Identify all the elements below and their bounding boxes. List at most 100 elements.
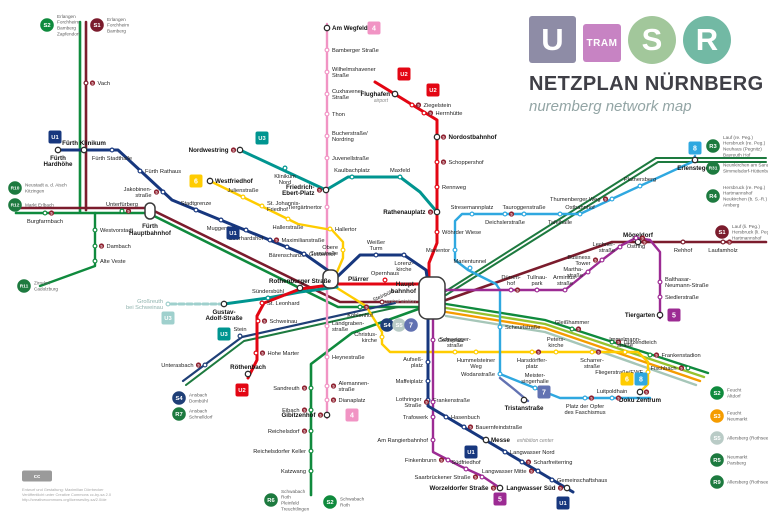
station-marker [535,468,541,474]
station-marker [479,474,485,480]
line-badge-U3: U3 [161,311,175,325]
station-marker [308,448,314,454]
station-label: Worzeldorfer Straße [429,485,489,492]
station-marker [463,466,469,472]
s-bahn-dot-letter: S [91,81,94,85]
station-tiergarten: Tiergarten [625,311,664,319]
station-marker [473,349,479,355]
station-bamberger-straße: Bamberger Straße [324,47,379,54]
s-bahn-dot-letter: S [516,288,519,292]
station-marker [382,277,388,283]
station-marker [92,227,98,233]
line-badge-U2: U2 [426,83,440,97]
badge-destinations: Neunkirchen am SandSimmelsdorf-Hüttenbac… [723,163,768,174]
line-badge-6: 6 [189,174,203,188]
map-text: central station [384,299,416,305]
station-marker [373,252,379,258]
station-marker [519,459,525,465]
s-bahn-dot-letter: S [643,240,646,244]
station-marker [267,237,273,243]
s-bahn-dot-letter: S [604,197,607,201]
station-marker [609,339,615,345]
station-label: Hasenbuch [451,415,480,421]
badge-label: 8 [693,146,697,153]
station-label: Gemeinschaftshaus [557,478,607,484]
s-bahn-dot-letter: S [492,486,495,490]
badge-label: R10 [11,186,20,192]
station-label: Opernhaus [371,271,399,277]
station-stadtgrenze: Stadtgrenze [181,201,211,213]
station-marker [469,211,475,217]
badge-label: U2 [400,72,407,78]
station-tafelhalle: Tafelhalle [548,211,572,226]
station-label: Gustav-Adolf-Straße [205,309,243,322]
station-thon: Thon [324,111,345,118]
station-marker [308,385,314,391]
station-label: Westvorstadt [100,228,134,234]
station-marker [323,411,331,419]
u-bahn-logo: U [529,16,576,63]
line-r-ne-2 [445,161,767,296]
station-marker [92,258,98,264]
station-erlenstegen: Erlenstegen [677,156,713,172]
station-marker [237,333,243,339]
station-label: Lechner-straße [593,242,616,254]
station-celtisplatz: Celtisplatz [430,337,464,344]
badge-label: S5 [713,436,721,442]
s-bahn-dot-icon [508,211,515,217]
badge-label: S1 [93,23,101,29]
station-tullnau-: Tullnau-park [527,275,547,293]
station-juvenellstraße: Juvenellstraße [324,155,369,162]
station-label: Am Rangierbahnhof [377,438,428,444]
station-label: Rennweg [442,185,466,191]
badge-label: 8 [639,377,643,384]
station-marker [109,147,115,153]
station-hallertor: Hallertor [327,226,357,233]
s-bahn-dot-icon [259,350,266,356]
station-label: Muggenhof [207,226,236,232]
s-bahn-dot-letter: S [617,340,620,344]
station-label: Fürth Stadthalle [92,156,132,162]
station-label: Bauernfeindstraße [476,425,523,431]
station-label: Harsdörffer-platz [517,358,547,370]
s-bahn-dot-icon [427,110,434,116]
s-bahn-dot-icon [602,196,609,202]
badge-label: R9 [713,480,721,486]
station-westfriedhof: Westfriedhof [206,177,254,185]
badge-label: S2 [43,23,50,29]
station-am-wegfeld: Am Wegfeld [323,24,368,32]
station-fliegerstraße-ewf: Fliegerstraße/EWF [595,369,651,376]
network-logo: U TRAM S R NETZPLAN NÜRNBERG nuremberg n… [529,16,764,115]
s-bahn-dot-letter: S [275,238,278,242]
station-label: Am Wegfeld [332,25,368,32]
station-label: Doku Zentrum [619,397,661,404]
station-marker [324,204,330,210]
station-marker [562,287,568,293]
line-sage-se [444,314,698,387]
station-marker [324,69,330,75]
s-bahn-dot-icon [595,349,602,355]
station-label: Sandreuth [273,386,299,392]
station-label: Langwasser Mitte [482,469,527,475]
station-marker [265,295,271,301]
badge-label: S4 [175,396,183,402]
s-bahn-dot-icon [317,412,324,418]
station-ostbahnhof: Ostbahnhof [565,205,595,217]
s-bahn-dot-icon [472,474,479,480]
badge-label: S2 [713,391,720,397]
s-bahn-dot-letter: S [594,258,597,262]
station-marker [617,244,623,250]
station-marker [502,211,508,217]
